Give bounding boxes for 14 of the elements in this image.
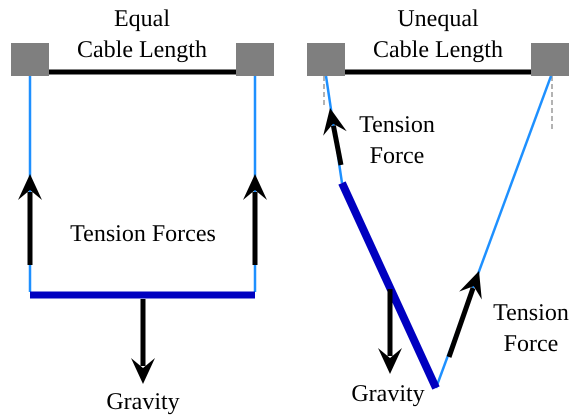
ceiling-beam xyxy=(345,70,531,74)
anchor-block xyxy=(531,43,569,76)
anchor-block xyxy=(11,43,49,76)
anchor-block xyxy=(307,43,345,76)
force-label: Gravity xyxy=(351,380,425,409)
suspended-bar xyxy=(30,292,255,298)
ceiling-beam xyxy=(49,70,236,74)
panel-title: Unequal Cable Length xyxy=(372,5,504,65)
force-label: Tension Force xyxy=(358,111,436,171)
force-label: Gravity xyxy=(106,388,180,417)
panel-title: Equal Cable Length xyxy=(76,5,208,65)
force-label: Tension Forces xyxy=(70,220,216,249)
force-label: Tension Force xyxy=(492,299,570,359)
anchor-block xyxy=(236,43,274,76)
